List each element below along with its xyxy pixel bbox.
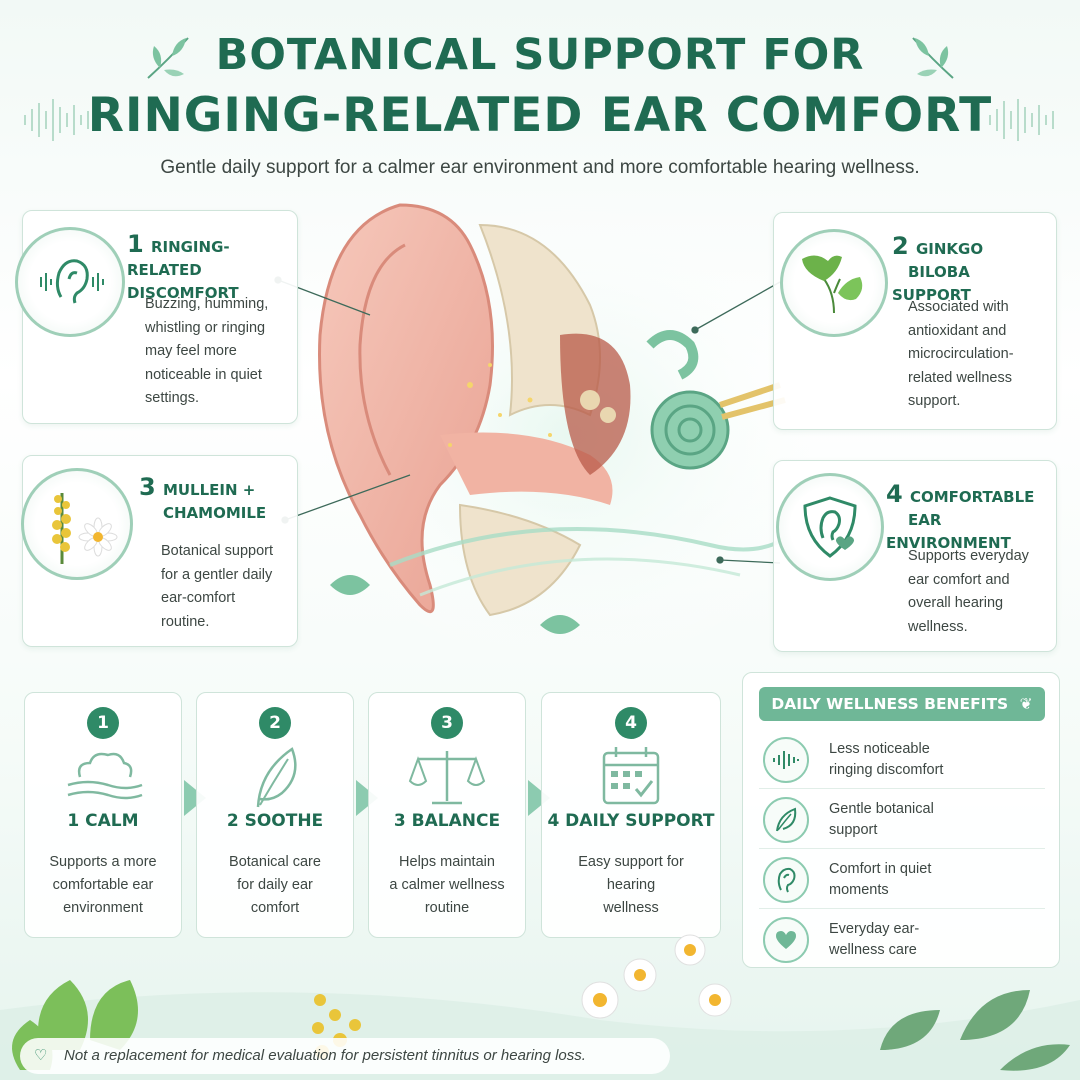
feature-card-ringing-discomfort: 1 RINGING-RELATED DISCOMFORT Buzzing, hu… — [15, 210, 298, 424]
ear-anatomy-illustration — [310, 203, 810, 665]
heart-icon — [763, 917, 809, 963]
feature-3-title: 3 MULLEIN + CHAMOMILE — [139, 473, 267, 522]
step-title: 4 DAILY SUPPORT — [547, 811, 715, 831]
heart-hands-icon: ♡ — [34, 1047, 48, 1064]
page-title-line1: BOTANICAL SUPPORT FOR — [215, 30, 865, 80]
cloud-wind-icon — [67, 752, 143, 800]
medical-disclaimer: ♡ Not a replacement for medical evaluati… — [20, 1038, 670, 1074]
ear-sound-icon — [15, 227, 125, 337]
leaf-icon — [256, 747, 297, 808]
feature-1-title: 1 RINGING-RELATED DISCOMFORT — [127, 230, 239, 302]
feature-2-title: 2 GINKGO BILOBA SUPPORT — [892, 232, 984, 304]
soundwave-decoration-left — [24, 99, 96, 141]
ginkgo-leaf-icon — [780, 229, 888, 337]
feature-card-comfortable-environment: 4 COMFORTABLE EAR ENVIRONMENT Supports e… — [773, 460, 1057, 652]
feature-4-title: 4 COMFORTABLE EAR ENVIRONMENT — [886, 480, 1035, 552]
ear-icon — [763, 857, 809, 903]
soundwave-decoration-right — [989, 99, 1054, 141]
step-title: 3 BALANCE — [393, 811, 501, 831]
step-number: 1 — [87, 707, 119, 739]
scale-icon — [408, 751, 486, 805]
leaf-icon: ❦ — [1019, 695, 1033, 713]
benefit-item: Everyday ear-wellness care — [759, 911, 1045, 969]
step-number: 3 — [431, 707, 463, 739]
step-number: 4 — [615, 707, 647, 739]
benefits-title: DAILY WELLNESS BENEFITS ❦ — [759, 687, 1045, 721]
page-title-line2: RINGING-RELATED EAR COMFORT — [87, 88, 993, 143]
soundwave-icon — [763, 737, 809, 783]
mullein-chamomile-icon — [21, 468, 133, 580]
step-number: 2 — [259, 707, 291, 739]
step-title: 2 SOOTHE — [226, 811, 324, 831]
leaf-sprig-left-icon — [147, 37, 189, 79]
leaf-sprig-right-icon — [912, 37, 954, 79]
leaf-icon — [763, 797, 809, 843]
calendar-check-icon — [602, 747, 660, 805]
ear-shield-icon — [776, 473, 884, 581]
page-subtitle: Gentle daily support for a calmer ear en… — [160, 157, 920, 178]
daily-wellness-benefits-panel: DAILY WELLNESS BENEFITS ❦ Less noticeabl… — [742, 672, 1060, 968]
step-title: 1 CALM — [67, 811, 139, 831]
